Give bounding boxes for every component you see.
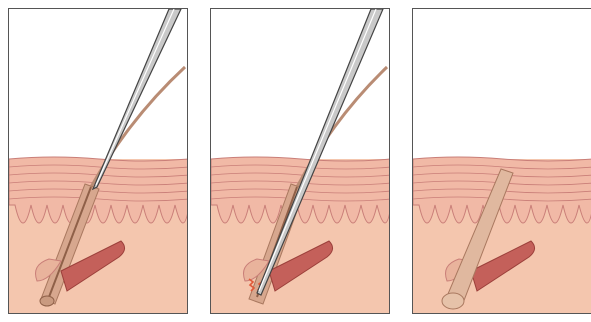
skin-cross-section-3	[413, 9, 591, 314]
skin-cross-section-2	[211, 9, 390, 314]
skin-cross-section-1	[9, 9, 188, 314]
panel-hair-removed	[412, 8, 591, 314]
panel-needle-insertion	[8, 8, 188, 314]
panel-needle-at-bulb	[210, 8, 390, 314]
released-hair-bulb	[442, 293, 464, 309]
hair-bulb	[40, 296, 54, 306]
